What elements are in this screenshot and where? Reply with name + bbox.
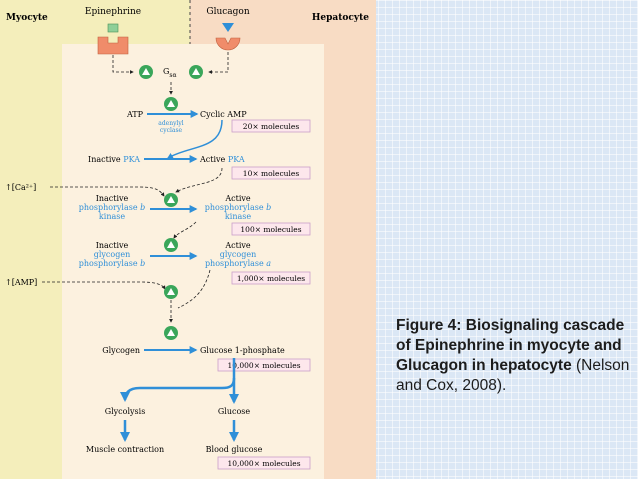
amplification-box-6 [217, 456, 311, 470]
glucagon-receptor-shape [215, 37, 241, 51]
glu-to-gs-line [208, 52, 229, 74]
inactive-pka-label: Inactive PKA [88, 155, 140, 164]
g-protein-left [139, 65, 153, 79]
atp-label: ATP [126, 110, 144, 119]
epinephrine-label: Epinephrine [85, 7, 141, 17]
glucagon-molecule [222, 23, 234, 32]
amplification-3: 100× molecules [240, 225, 301, 234]
inactive-gp-1: Inactive [96, 241, 129, 250]
amplification-box-3 [231, 222, 311, 236]
epinephrine-receptor [97, 23, 129, 55]
active-gp-3: phosphorylase a [205, 259, 271, 268]
amplification-box-2 [231, 166, 311, 180]
calcium-label: ↑[Ca²⁺] [5, 183, 36, 192]
active-pka-label: Active PKA [199, 155, 245, 164]
glycogen-label: Glycogen [102, 346, 140, 355]
inactive-gp-3: phosphorylase b [79, 259, 145, 268]
amplification-box-1 [231, 119, 311, 133]
kinase-to-phosphorylase-line [173, 221, 197, 239]
adenylyl-label-2: cyclase [160, 127, 183, 134]
amplification-1: 20× molecules [243, 122, 300, 131]
amp-label: ↑[AMP] [5, 278, 37, 287]
amplification-box-4 [231, 271, 311, 285]
hepatocyte-label: Hepatocyte [312, 13, 369, 23]
active-kinase-2: phosphorylase b [205, 203, 271, 212]
glucose-1p-label: Glucose 1-phosphate [200, 346, 285, 355]
caption-bold: Figure 4: Biosignaling cascade of Epinep… [396, 317, 625, 374]
inactive-kinase-3: kinase [99, 212, 125, 221]
muscle-contraction-label: Muscle contraction [86, 445, 164, 454]
beta-adrenergic-receptor [97, 36, 129, 55]
active-kinase-1: Active [224, 194, 251, 203]
glycolysis-label: Glycolysis [105, 407, 146, 416]
camp-label: Cyclic AMP [200, 110, 247, 119]
phosphorylase-a-line [177, 269, 211, 309]
caption-citation: (Nelson and Cox, 2008). [396, 357, 630, 394]
active-kinase-3: kinase [225, 212, 251, 221]
inactive-kinase-1: Inactive [96, 194, 129, 203]
signaling-cascade-figure: Myocyte Hepatocyte Epinephrine Glucagon [0, 0, 376, 479]
epi-to-gs-line [112, 55, 134, 74]
amplification-5: 10,000× molecules [227, 361, 300, 370]
amplification-2: 10× molecules [243, 169, 300, 178]
gs-label: Gsα [163, 67, 177, 79]
cascade-diagram: Myocyte Hepatocyte Epinephrine Glucagon [0, 0, 376, 479]
myocyte-label: Myocyte [6, 13, 48, 23]
camp-to-pka-arrow [166, 119, 223, 159]
glucagon-label: Glucagon [206, 7, 249, 17]
active-gp-2: glycogen [220, 250, 257, 259]
glucagon-receptor [215, 23, 241, 51]
calcium-line [50, 186, 165, 197]
amplification-6: 10,000× molecules [227, 459, 300, 468]
amplification-box-5 [217, 358, 311, 372]
active-gp-1: Active [224, 241, 251, 250]
g-protein-right [189, 65, 203, 79]
blood-glucose-label: Blood glucose [206, 445, 263, 454]
epinephrine-molecule [107, 23, 119, 33]
glucose-label: Glucose [218, 407, 251, 416]
adenylyl-label-1: adenylyl [158, 120, 184, 127]
amplification-4: 1,000× molecules [237, 274, 305, 283]
inactive-gp-2: glycogen [94, 250, 131, 259]
figure-caption: Figure 4: Biosignaling cascade of Epinep… [396, 316, 632, 396]
inactive-kinase-2: phosphorylase b [79, 203, 145, 212]
